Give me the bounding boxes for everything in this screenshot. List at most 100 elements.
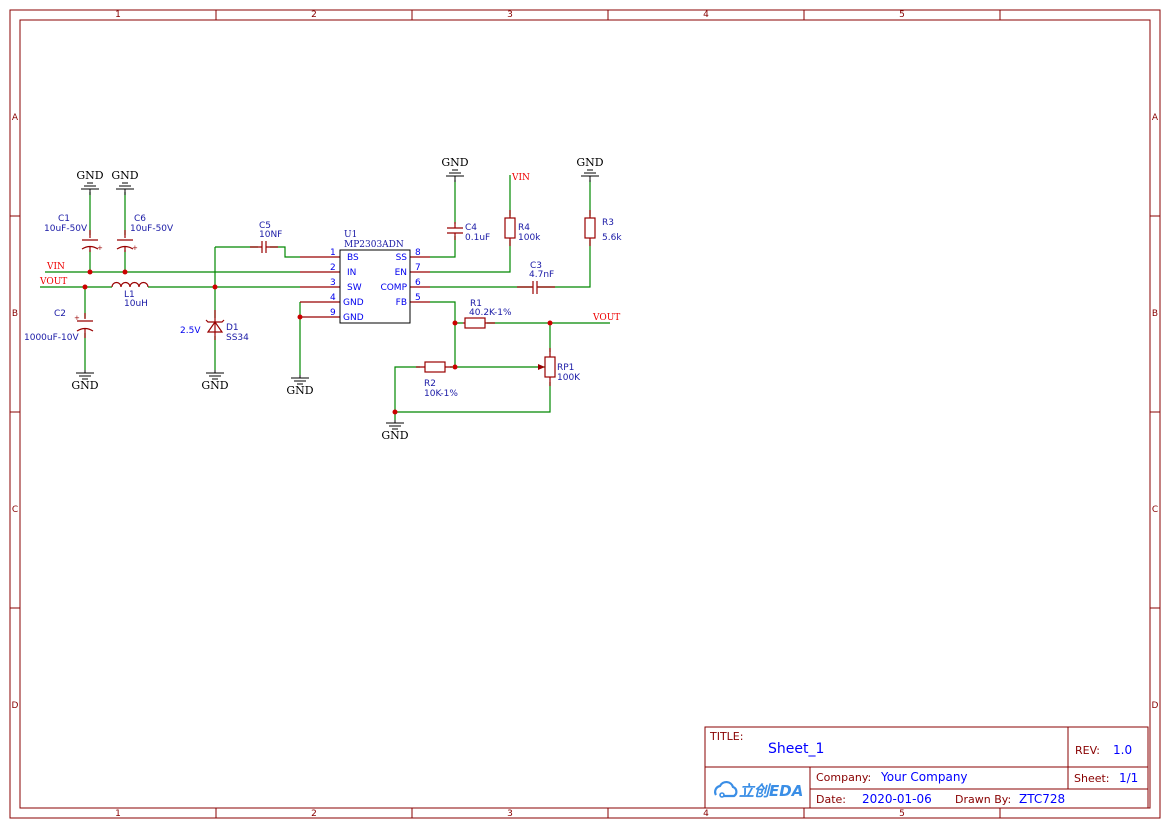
drawn-by-label: Drawn By: [955,793,1011,806]
column-label: 4 [703,809,709,819]
date-value: 2020-01-06 [862,792,932,806]
resistor-r2[interactable]: R2 10K-1% [416,361,458,399]
junctions [82,269,553,415]
drawn-by-value: ZTC728 [1019,792,1065,806]
d1-value: SS34 [226,333,249,343]
net-label-vin: VIN [46,262,65,272]
net-label-vin-r4: VIN [511,173,530,183]
row-label: A [1152,113,1159,123]
column-label: 3 [507,809,513,819]
gnd-label: GND [111,169,138,182]
c4-value: 0.1uF [465,233,490,243]
sheet-value: 1/1 [1119,771,1138,785]
row-label: B [12,309,18,319]
rev-value: 1.0 [1113,743,1132,757]
resistor-r1[interactable]: R1 40.2K-1% [463,299,512,329]
u1-pin-stubs [300,256,430,318]
capacitor-c4[interactable]: C4 0.1uF [447,222,490,243]
r3-value: 5.6k [602,233,622,243]
column-label: 4 [703,10,709,20]
d1-note: 2.5V [180,326,201,336]
rp1-ref: RP1 [557,363,574,373]
gnd-icon [206,370,224,380]
column-label: 1 [115,10,121,20]
c1-value: 10uF-50V [44,224,88,234]
logo-text: 立创EDA [739,782,803,800]
r4-ref: R4 [518,223,530,233]
column-label: 5 [899,809,905,819]
column-label: 2 [311,10,317,20]
column-label: 1 [115,809,121,819]
u1-pin-name: FB [396,298,407,308]
capacitor-c1[interactable]: + C1 10uF-50V [44,214,103,252]
c4-ref: C4 [465,223,477,233]
u1-pin-name: IN [347,268,356,278]
c3-value: 4.7nF [529,270,554,280]
u1-ref: U1 [344,230,357,240]
potentiometer-rp1[interactable]: RP1 100K [538,348,581,386]
r1-value: 40.2K-1% [469,308,512,318]
resistor-r3[interactable]: R3 5.6k [584,210,622,246]
u1-pin-number: 3 [330,278,336,288]
row-label: A [12,113,19,123]
row-label: C [12,505,18,515]
c5-ref: C5 [259,221,271,231]
u1-pin-name: SS [396,253,408,263]
wires [40,175,610,420]
column-label: 2 [311,809,317,819]
u1-pin-number: 1 [330,248,336,258]
u1-pin-number: 6 [415,278,421,288]
title-label: TITLE: [709,730,743,743]
capacitor-c5[interactable]: C5 10NF [250,221,282,253]
gnd-label: GND [576,156,603,169]
row-label: C [1152,505,1158,515]
gnd-icon [116,182,134,195]
u1-pin-name: SW [347,283,362,293]
c6-ref: C6 [134,214,146,224]
gnd-label: GND [381,429,408,442]
l1-value: 10uH [124,299,148,309]
gnd-label: GND [286,384,313,397]
sheet-title: Sheet_1 [768,741,824,757]
r4-value: 100k [518,233,541,243]
gnd-label: GND [71,379,98,392]
u1-pin-number: 4 [330,293,336,303]
u1-pin-number: 8 [415,248,421,258]
row-label: D [1152,701,1159,711]
gnd-icon [581,169,599,182]
u1-pin-number: 2 [330,263,336,273]
diode-d1[interactable]: 2.5V D1 SS34 [180,310,249,343]
row-label: D [12,701,19,711]
gnd-label: GND [441,156,468,169]
u1-pin-name: COMP [380,283,407,293]
u1-pin-name: BS [347,253,359,263]
easyeda-logo: 立创EDA [714,780,803,800]
c2-ref: C2 [54,309,66,319]
gnd-symbols: GND GND GND GND GND GND GND GND [71,156,603,442]
capacitor-c6[interactable]: + C6 10uF-50V [116,214,174,252]
capacitor-c2[interactable]: + C2 1000uF-10V [24,309,94,343]
company-value: Your Company [880,770,968,784]
gnd-label: GND [76,169,103,182]
r3-ref: R3 [602,218,614,228]
gnd-icon [386,420,404,430]
title-block: TITLE: Sheet_1 REV: 1.0 Company: Your Co… [704,726,1149,809]
r2-value: 10K-1% [424,389,458,399]
gnd-icon [446,169,464,182]
r1-ref: R1 [470,299,482,309]
inductor-l1[interactable]: L1 10uH [111,281,149,310]
resistor-r4[interactable]: R4 100k [504,210,541,246]
d1-ref: D1 [226,323,239,333]
c2-value: 1000uF-10V [24,333,79,343]
capacitor-c3[interactable]: C3 4.7nF [517,261,555,294]
gnd-label: GND [201,379,228,392]
u1-part: MP2303ADN [344,240,404,250]
svg-text:+: + [97,244,103,252]
u1-pin-number: 7 [415,263,421,273]
svg-text:+: + [74,314,80,322]
u1-pin-name: GND [343,298,364,308]
gnd-icon [81,182,99,195]
gnd-icon [76,370,94,380]
